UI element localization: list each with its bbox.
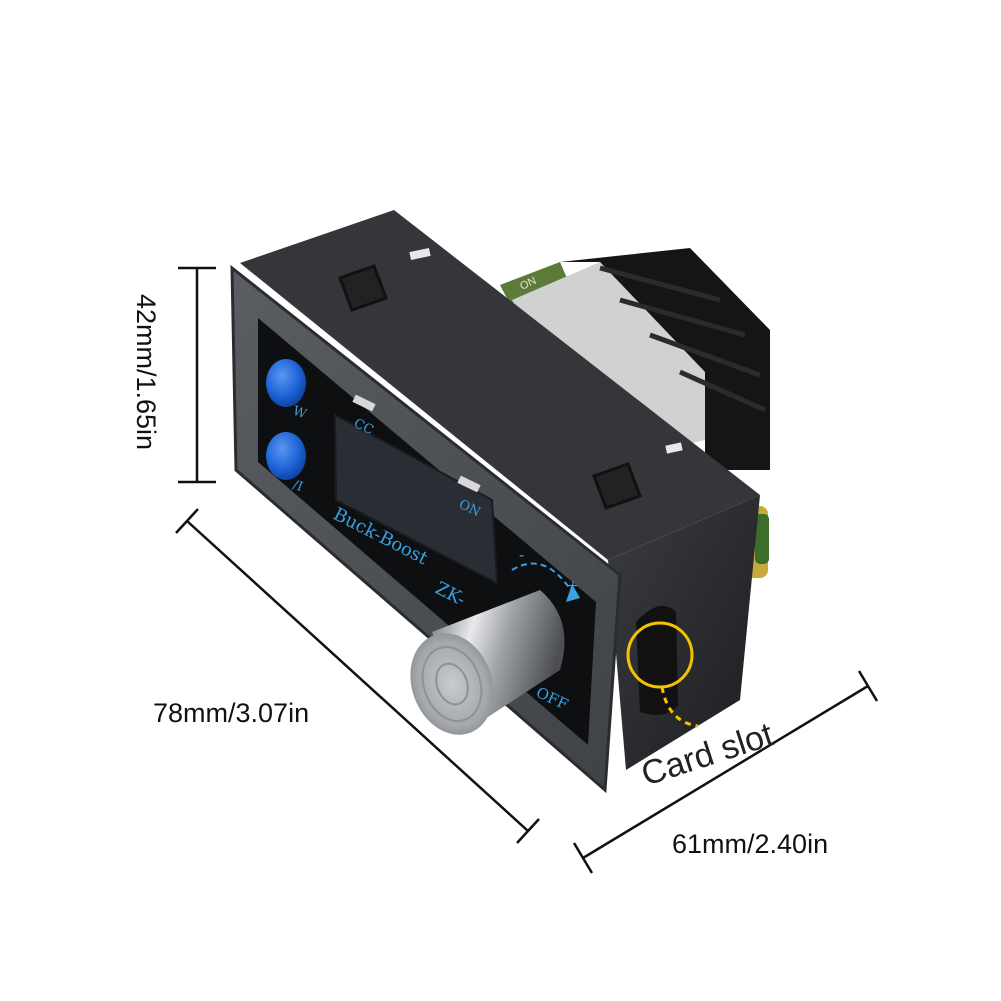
height-dimension-label: 42mm/1.65in xyxy=(131,294,161,450)
fan-fin xyxy=(619,297,746,338)
pcb-board xyxy=(500,262,570,308)
rotary-encoder-knob[interactable] xyxy=(397,590,565,747)
fan-fin xyxy=(649,332,761,378)
knob-plus-label: + xyxy=(567,578,579,594)
set-button-cap[interactable] xyxy=(266,359,306,407)
cc-indicator-led xyxy=(352,394,376,412)
set-button-label: W xyxy=(291,404,309,423)
fan-fin xyxy=(599,265,721,303)
set-button[interactable] xyxy=(266,359,306,407)
mode-button-cap[interactable] xyxy=(266,432,306,480)
length-dimension-line xyxy=(186,520,529,832)
depth-dimension-line xyxy=(582,684,869,860)
rotation-arrow-head xyxy=(566,584,580,602)
buck-boost-module: ON CC ON Buck-Boost xyxy=(230,210,770,794)
card-slot-highlight-circle xyxy=(626,621,694,689)
depth-dimension-start-cap xyxy=(572,842,594,874)
capacitor xyxy=(755,514,769,564)
rotation-arrow-icon xyxy=(511,562,573,593)
length-dimension-start-cap xyxy=(175,508,199,534)
snap-clip-right xyxy=(592,462,642,510)
depth-dimension-end-cap xyxy=(857,670,879,702)
knob-minus-label: - xyxy=(519,545,524,564)
depth-dimension: 61mm/2.40in xyxy=(572,670,879,874)
depth-dimension-label: 61mm/2.40in xyxy=(672,829,828,859)
length-dimension-end-cap xyxy=(516,818,540,844)
on-indicator-led xyxy=(457,475,481,493)
length-dimension-label: 78mm/3.07in xyxy=(153,698,309,728)
card-slot-leader-line xyxy=(660,686,699,728)
length-dimension: 78mm/3.07in xyxy=(153,508,540,844)
side-notch xyxy=(665,442,683,454)
fan-housing xyxy=(560,248,770,470)
card-slot[interactable] xyxy=(636,605,678,715)
fan-fin xyxy=(678,369,767,413)
height-dimension: 42mm/1.65in xyxy=(131,266,216,484)
snap-clip-left xyxy=(338,264,388,312)
knob-face-ring xyxy=(421,646,483,722)
heat-shrink-wrap xyxy=(512,262,705,455)
knob-face[interactable] xyxy=(397,621,508,746)
lcd-screen xyxy=(333,413,499,585)
mode-button[interactable] xyxy=(266,432,306,480)
top-notch xyxy=(409,248,431,260)
knob-face-ring xyxy=(435,662,469,706)
